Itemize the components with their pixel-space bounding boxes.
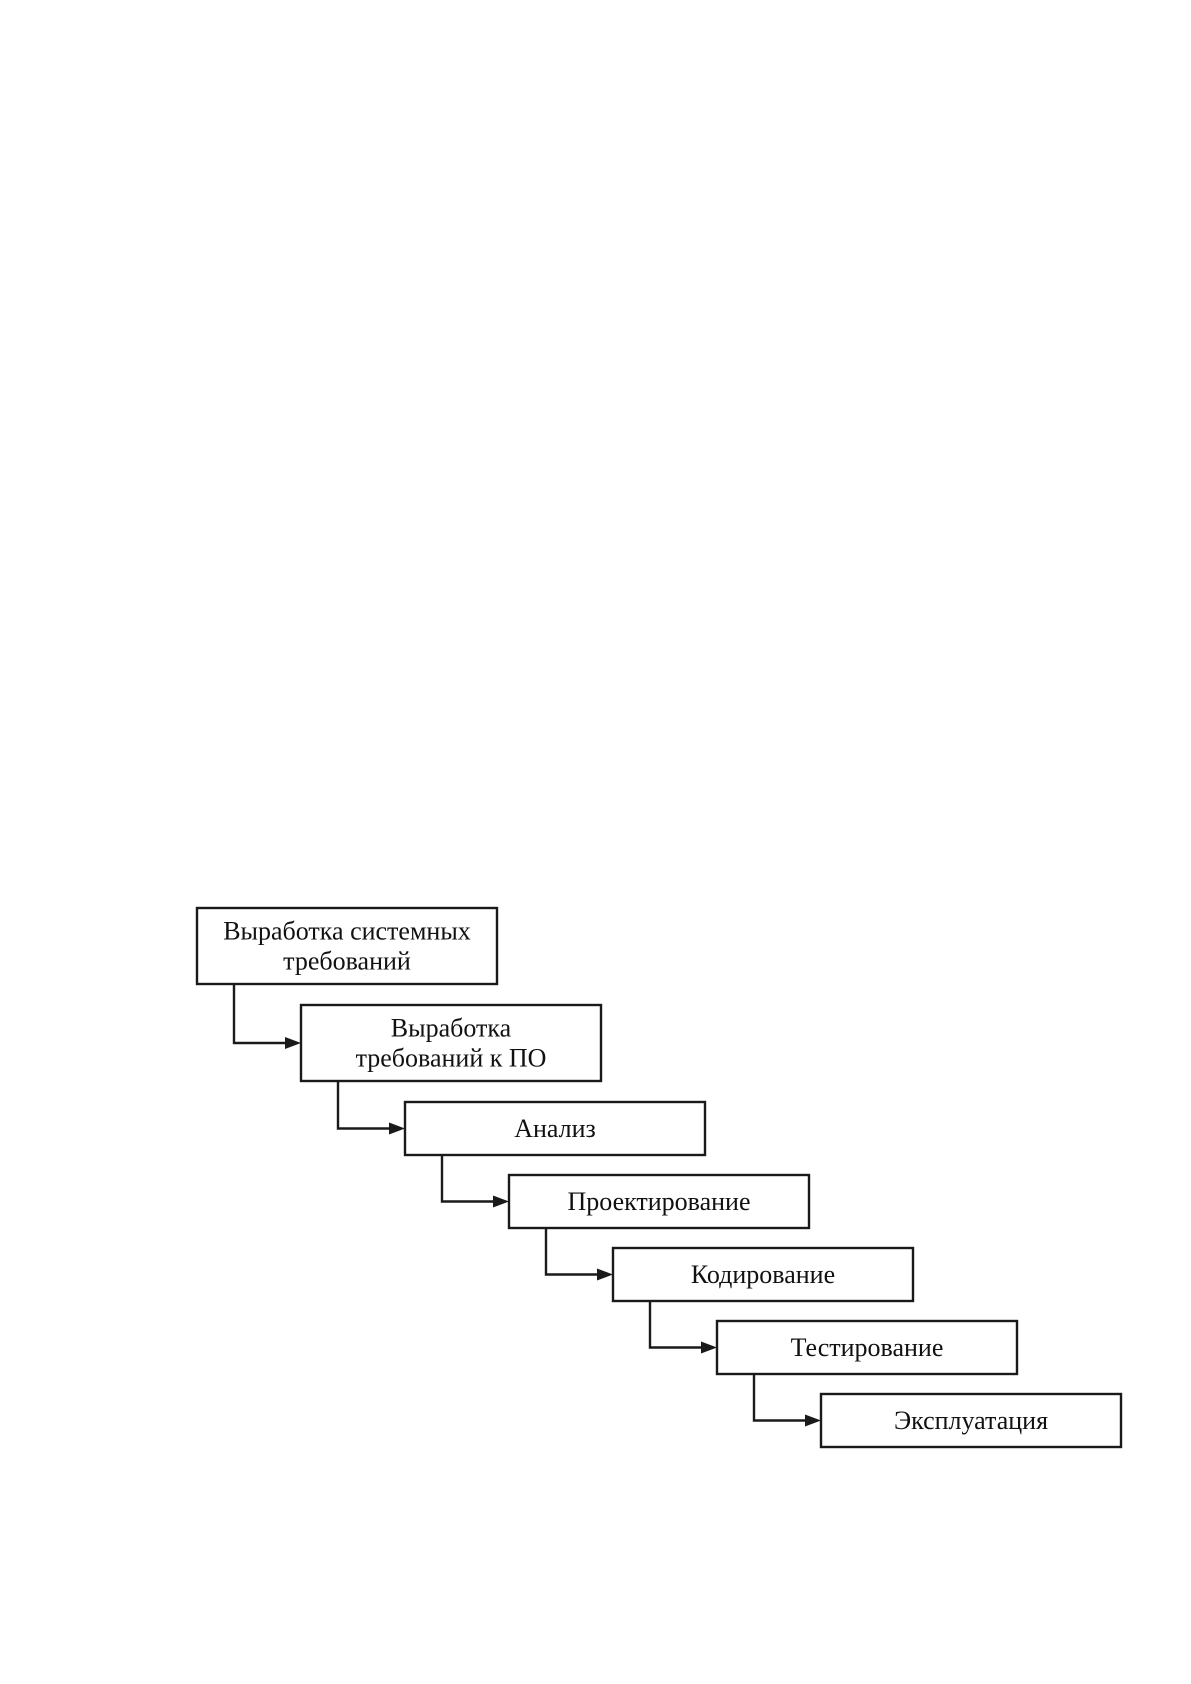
stage-label: Выработка системных (223, 917, 471, 946)
arrow-head-icon (285, 1037, 301, 1049)
stage-label: Выработка (391, 1014, 512, 1043)
stage-label: Тестирование (791, 1333, 944, 1362)
arrow-head-icon (597, 1269, 613, 1281)
stage-box-operation: Эксплуатация (821, 1394, 1121, 1447)
connector-line (754, 1374, 807, 1421)
arrow-head-icon (493, 1196, 509, 1208)
stage-label: Эксплуатация (894, 1406, 1048, 1435)
connector-line (338, 1081, 391, 1129)
stage-layer: Выработка системныхтребованийВыработкатр… (197, 908, 1121, 1447)
connector-line (650, 1301, 703, 1348)
stage-label: Кодирование (691, 1260, 835, 1289)
stage-box-design: Проектирование (509, 1175, 809, 1228)
stage-label: Анализ (514, 1114, 596, 1143)
stage-label: требований к ПО (356, 1044, 547, 1073)
stage-label: требований (283, 947, 411, 976)
arrow-head-icon (805, 1415, 821, 1427)
arrow-head-icon (701, 1342, 717, 1354)
connector-line (234, 984, 287, 1043)
connector-line (546, 1228, 599, 1275)
stage-box-testing: Тестирование (717, 1321, 1017, 1374)
stage-box-analysis: Анализ (405, 1102, 705, 1155)
stage-box-coding: Кодирование (613, 1248, 913, 1301)
stage-label: Проектирование (567, 1187, 750, 1216)
arrow-head-icon (389, 1123, 405, 1135)
connector-line (442, 1155, 495, 1202)
